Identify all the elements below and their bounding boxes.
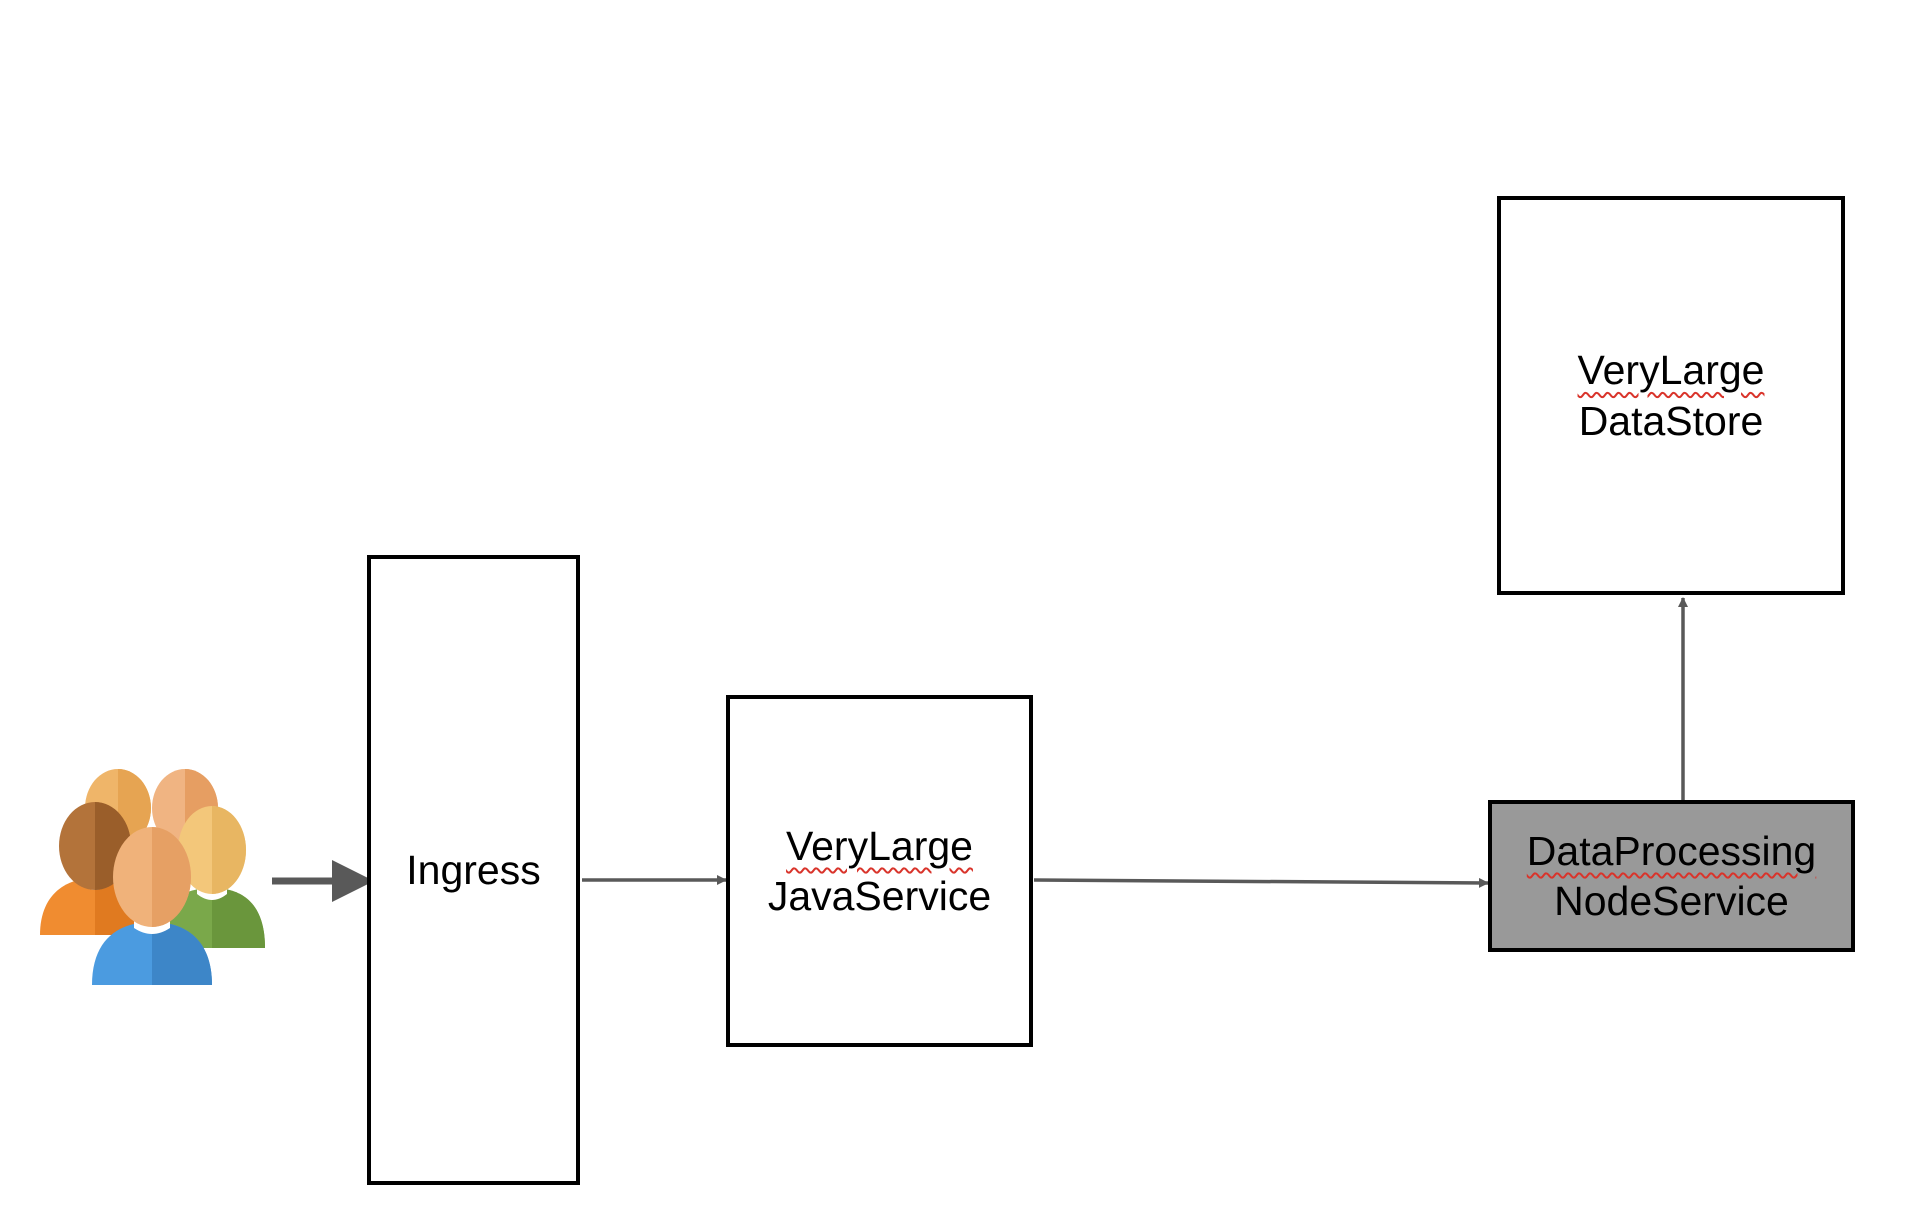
users-group-icon (40, 769, 265, 985)
node-service-node[interactable]: DataProcessing NodeService (1488, 800, 1855, 952)
node-service-label-line2: NodeService (1554, 878, 1789, 924)
java-service-label-line2: JavaService (767, 873, 992, 919)
edge-java-to-node (1033, 877, 1489, 888)
ingress-label: Ingress (406, 846, 541, 893)
person-right-icon (155, 806, 265, 948)
data-store-label-line1: VeryLarge (1577, 347, 1765, 394)
data-store-node[interactable]: VeryLarge DataStore (1497, 196, 1845, 595)
java-service-node[interactable]: VeryLarge JavaService (726, 695, 1033, 1047)
data-store-label-line2: DataStore (1578, 397, 1764, 444)
ingress-node[interactable]: Ingress (367, 555, 580, 1185)
java-service-label-line1: VeryLarge (786, 822, 973, 869)
person-front-icon (92, 827, 212, 985)
node-service-label-line1: DataProcessing (1526, 827, 1817, 874)
